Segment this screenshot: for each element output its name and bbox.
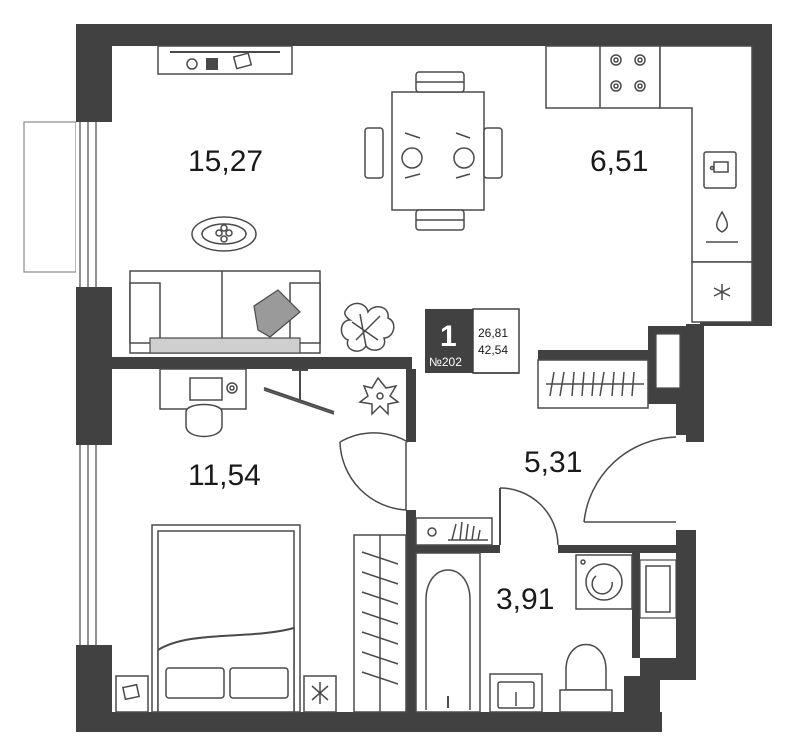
bathtub-icon bbox=[415, 552, 481, 713]
rooms-count: 1 bbox=[440, 320, 457, 353]
fridge-icon bbox=[691, 261, 753, 323]
living-area-value: 26,81 bbox=[478, 326, 508, 340]
bed bbox=[151, 524, 301, 713]
kitchen-counter bbox=[545, 45, 753, 323]
plant-icon bbox=[340, 302, 395, 352]
sofa bbox=[129, 270, 321, 354]
bedroom-area: 11,54 bbox=[188, 459, 261, 492]
tv-console bbox=[157, 45, 293, 75]
bedroom-wardrobe bbox=[353, 534, 407, 713]
bathroom-niche bbox=[639, 559, 677, 619]
stove-icon bbox=[610, 54, 646, 92]
hall-wardrobe bbox=[537, 359, 649, 409]
living-room-area: 15,27 bbox=[188, 145, 263, 178]
apartment-number: №202 bbox=[429, 355, 462, 369]
desk bbox=[159, 368, 247, 438]
plant-icon bbox=[358, 376, 400, 416]
interior-walls bbox=[112, 326, 688, 712]
ironing-board bbox=[263, 369, 335, 415]
balcony bbox=[23, 121, 112, 287]
bedroom-window bbox=[76, 445, 112, 645]
kitchen-area: 6,51 bbox=[590, 145, 648, 178]
hallway-door bbox=[499, 487, 559, 546]
total-area-value: 42,54 bbox=[478, 343, 508, 357]
outer-walls bbox=[76, 24, 772, 732]
water-heater-icon bbox=[706, 210, 738, 243]
dining-table bbox=[364, 71, 503, 231]
sink-icon bbox=[489, 673, 543, 713]
coffee-table bbox=[191, 216, 257, 252]
bathroom-area: 3,91 bbox=[496, 583, 554, 616]
toilet-icon bbox=[559, 643, 613, 713]
washing-machine-icon bbox=[575, 554, 633, 610]
hallway-area: 5,31 bbox=[524, 446, 582, 479]
apartment-badge: 1 №202 26,81 42,54 bbox=[425, 308, 520, 374]
sink-icon bbox=[703, 151, 737, 189]
bedroom-door bbox=[339, 432, 409, 511]
radiator-icon bbox=[415, 517, 493, 546]
nightstand bbox=[115, 675, 337, 713]
entrance-door bbox=[583, 436, 677, 523]
